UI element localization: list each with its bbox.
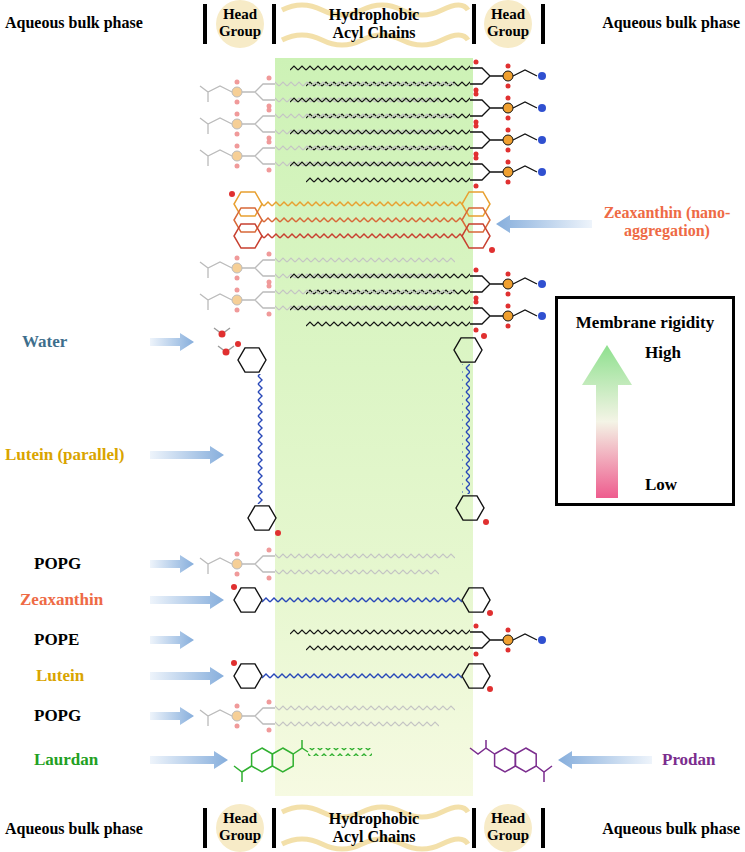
molecule-label: Lutein <box>36 666 84 686</box>
region-label: Head Group <box>477 810 539 845</box>
probe-label: Prodan <box>662 750 716 770</box>
molecule-label: POPG <box>34 706 81 726</box>
region-label: Head Group <box>209 6 271 41</box>
legend-title: Membrane rigidity <box>558 313 732 333</box>
legend-box: Membrane rigidityHighLow <box>555 296 735 506</box>
phase-label: Aqueous bulk phase <box>5 820 143 838</box>
legend-high: High <box>645 343 681 363</box>
molecule-label: Lutein (parallel) <box>5 445 124 465</box>
phase-label: Aqueous bulk phase <box>602 820 740 838</box>
phase-label: Aqueous bulk phase <box>5 14 143 32</box>
molecule-label: Zeaxanthin <box>20 590 103 610</box>
region-label: Hydrophobic Acyl Chains <box>313 810 435 847</box>
molecule-label: POPE <box>34 630 79 650</box>
region-label: Hydrophobic Acyl Chains <box>313 6 435 43</box>
region-label: Head Group <box>477 6 539 41</box>
molecule-label: Zeaxanthin (nano-aggregation) <box>593 204 741 241</box>
probe-label: Laurdan <box>34 750 98 770</box>
legend-low: Low <box>645 475 677 495</box>
molecule-label: Water <box>22 332 67 352</box>
region-label: Head Group <box>209 810 271 845</box>
phase-label: Aqueous bulk phase <box>602 14 740 32</box>
molecule-label: POPG <box>34 554 81 574</box>
